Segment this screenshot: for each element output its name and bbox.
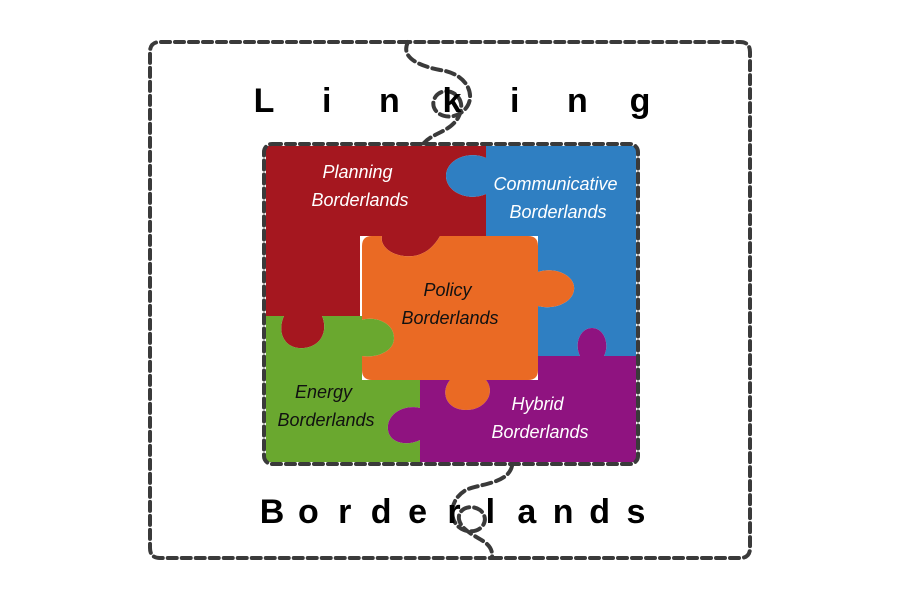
piece-hybrid xyxy=(387,328,636,462)
label-hybrid-line2: Borderlands xyxy=(491,422,588,442)
top-word-letter: i xyxy=(510,82,519,120)
label-planning-line2: Borderlands xyxy=(311,190,408,210)
top-word-letter: n xyxy=(567,82,588,120)
bottom-word-letter: e xyxy=(408,493,427,531)
label-hybrid: Hybrid Borderlands xyxy=(491,394,588,442)
bottom-word-letter: d xyxy=(589,493,610,531)
outer-frame-border xyxy=(148,40,752,560)
bottom-word-letter: r xyxy=(447,493,460,531)
label-energy: Energy Borderlands xyxy=(277,382,374,430)
bottom-word-letter: B xyxy=(260,493,285,531)
outer-frame xyxy=(148,40,752,560)
label-communicative: Communicative Borderlands xyxy=(493,174,622,222)
bottom-word-letter: r xyxy=(338,493,351,531)
label-policy-line2: Borderlands xyxy=(401,308,498,328)
top-word-letter: n xyxy=(379,82,400,120)
piece-communicative xyxy=(446,146,636,356)
piece-energy xyxy=(266,316,420,462)
label-policy: Policy Borderlands xyxy=(401,280,498,328)
top-connector xyxy=(404,40,473,150)
puzzle-border xyxy=(262,142,640,466)
bottom-word-letter: l xyxy=(486,493,495,531)
label-communicative-line1: Communicative xyxy=(493,174,617,194)
label-energy-line1: Energy xyxy=(295,382,353,402)
label-planning-line1: Planning xyxy=(322,162,392,182)
label-policy-line1: Policy xyxy=(423,280,472,300)
top-word-letter: k xyxy=(443,82,462,120)
bottom-word-letter: a xyxy=(517,493,537,531)
bottom-word-letter: d xyxy=(371,493,392,531)
top-word-letter: L xyxy=(254,82,275,120)
piece-policy xyxy=(362,236,575,410)
top-word-letter: i xyxy=(322,82,331,120)
bottom-word-letter: n xyxy=(553,493,574,531)
bottom-word-letter: o xyxy=(298,493,319,531)
label-planning: Planning Borderlands xyxy=(311,162,408,210)
bottom-word-letter: s xyxy=(627,493,646,531)
label-hybrid-line1: Hybrid xyxy=(511,394,564,414)
label-energy-line2: Borderlands xyxy=(277,410,374,430)
label-communicative-line2: Borderlands xyxy=(509,202,606,222)
bottom-connector xyxy=(450,464,514,560)
piece-planning xyxy=(266,146,486,349)
top-word-letter: g xyxy=(630,82,651,120)
puzzle-group xyxy=(262,142,640,466)
